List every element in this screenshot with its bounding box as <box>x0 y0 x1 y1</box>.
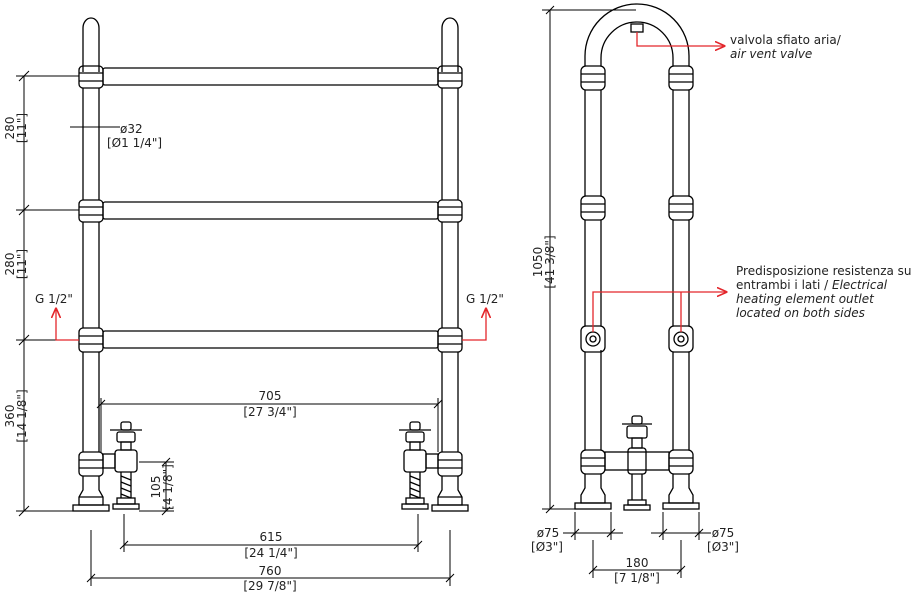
dim-180-inch: [7 1/8"] <box>614 571 660 585</box>
dim-pipe-diameter-mm: ø32 <box>120 122 143 136</box>
heating-note: Predisposizione resistenza su entrambi i… <box>736 264 912 320</box>
front-rails <box>102 67 439 349</box>
dim-280-top-inch: [11"] <box>15 112 29 144</box>
dim-1050-inch: [41 3/8"] <box>543 235 557 289</box>
heating-note-line4: located on both sides <box>736 306 865 320</box>
dim-base-left-mm: ø75 <box>536 526 560 540</box>
dim-280-middle: 280 [11"] <box>3 232 29 296</box>
heating-note-line3: heating element outlet <box>736 292 874 306</box>
heating-note-line2-it: entrambi i lati / <box>736 278 832 292</box>
dim-705-mm: 705 <box>258 389 282 403</box>
air-vent-note: valvola sfiato aria/ air vent valve <box>730 33 841 61</box>
dim-280-top: 280 [11"] <box>3 96 29 160</box>
connection-right-label: G 1/2" <box>466 292 504 306</box>
dim-360: 360 [14 1/8"] <box>3 376 29 456</box>
callout-lines <box>592 32 726 332</box>
dim-615-mm: 615 <box>259 530 283 544</box>
dim-pipe-diameter-inch: [Ø1 1/4"] <box>107 136 163 150</box>
dim-105: 105 [4 1/8"] <box>149 462 175 512</box>
side-valve <box>604 415 670 511</box>
side-left-post <box>574 65 612 510</box>
front-right-post <box>431 17 469 512</box>
dim-base-left-inch: [Ø3"] <box>531 540 563 554</box>
heating-note-line1: Predisposizione resistenza su <box>736 264 912 278</box>
dim-180-mm: 180 <box>625 556 649 570</box>
side-view <box>574 3 700 511</box>
air-vent-note-en: air vent valve <box>730 47 813 61</box>
front-dimension-lines <box>16 70 455 586</box>
dim-360-inch: [14 1/8"] <box>15 389 29 443</box>
dim-base-right-inch: [Ø3"] <box>707 540 739 554</box>
front-left-valve <box>102 421 142 510</box>
dim-105-inch: [4 1/8"] <box>161 464 175 510</box>
dim-1050: 1050 [41 3/8"] <box>531 232 557 292</box>
dim-280-middle-inch: [11"] <box>15 248 29 280</box>
front-right-valve <box>399 421 439 510</box>
dim-705-inch: [27 3/4"] <box>243 405 297 419</box>
dim-760-mm: 760 <box>258 564 282 578</box>
front-left-post <box>72 17 110 512</box>
side-right-post <box>662 65 700 510</box>
dim-base-right-mm: ø75 <box>711 526 735 540</box>
front-view <box>72 17 469 512</box>
air-vent-note-it: valvola sfiato aria/ <box>730 33 841 47</box>
connection-left-label: G 1/2" <box>35 292 73 306</box>
heating-note-line2-en: Electrical <box>831 278 888 292</box>
dim-760-inch: [29 7/8"] <box>243 579 297 593</box>
connection-arrows <box>56 309 486 341</box>
dim-615-inch: [24 1/4"] <box>244 546 298 560</box>
side-dimension-lines <box>542 5 711 578</box>
